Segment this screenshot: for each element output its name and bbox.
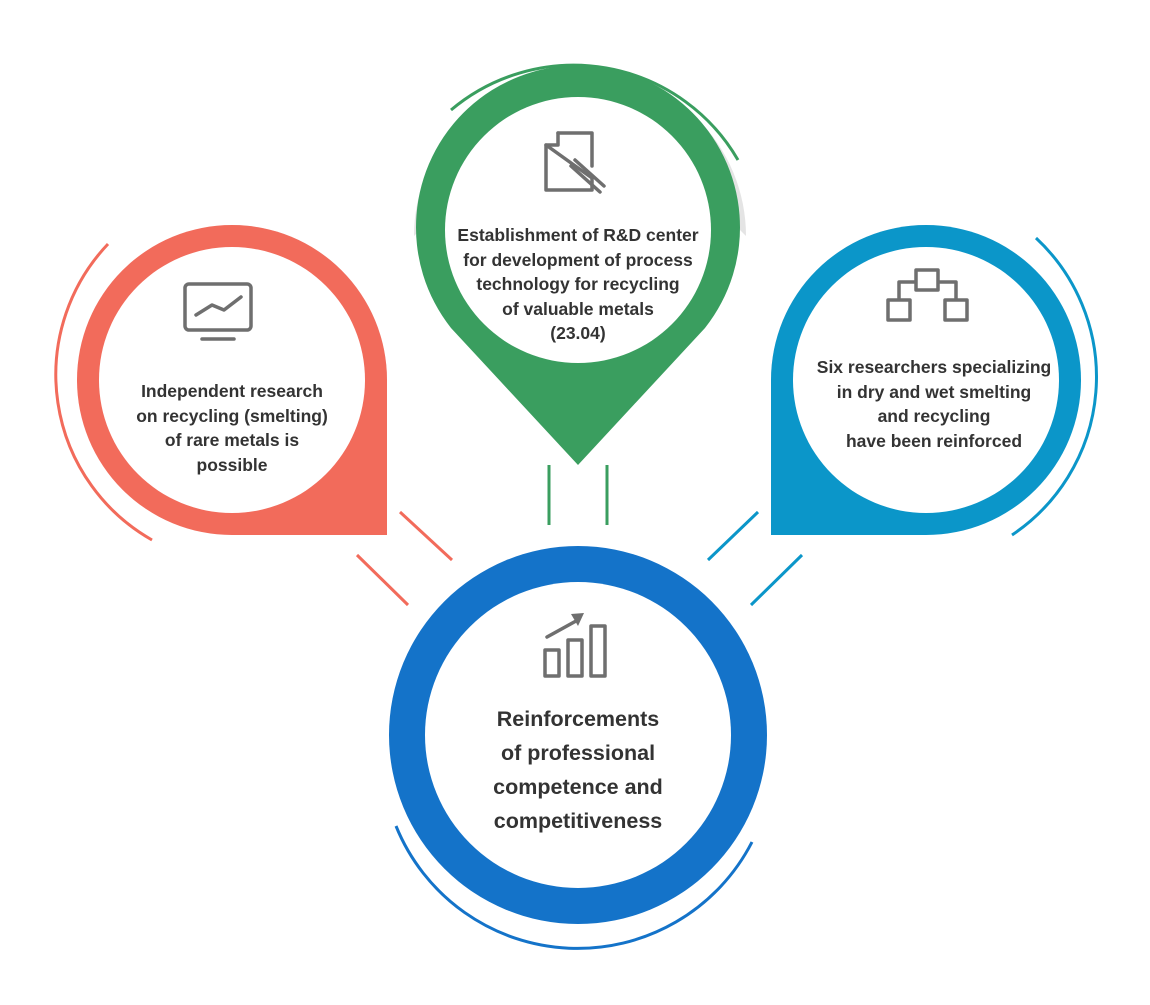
node-top-line: for development of process — [463, 249, 693, 270]
node-left-inner-circle — [99, 247, 365, 513]
node-left-line: of rare metals is — [164, 430, 300, 450]
node-right-outer-arc — [1011, 236, 1098, 537]
node-right — [771, 225, 1098, 537]
node-center-line: of professional — [500, 741, 656, 765]
node-center-text: Reinforcements of professional competenc… — [448, 700, 708, 840]
node-center-line: competitiveness — [493, 809, 663, 833]
node-top-line: of valuable metals — [502, 298, 654, 319]
node-left-line: on recycling (smelting) — [136, 405, 328, 426]
node-right-inner-circle — [793, 247, 1059, 513]
node-right-text: Six researchers specializing in dry and … — [794, 352, 1074, 456]
node-top-line: technology for recycling — [476, 274, 680, 295]
node-left — [54, 225, 387, 542]
node-top-line: (23.04) — [550, 323, 606, 344]
node-left-line: possible — [196, 454, 268, 475]
node-right-line: in dry and wet smelting — [836, 381, 1032, 402]
org-chart-icon — [886, 268, 969, 322]
connector-top — [547, 465, 609, 525]
connector-left — [355, 510, 454, 607]
node-left-outer-arc — [54, 242, 153, 542]
node-top-inner-circle — [445, 97, 711, 363]
node-center-inner-circle — [425, 582, 731, 888]
node-center-outer-arc — [394, 825, 754, 950]
node-left-text: Independent research on recycling (smelt… — [102, 368, 362, 488]
monitor-chart-icon — [183, 282, 253, 341]
node-left-line: Independent research — [141, 381, 323, 401]
document-pen-icon — [544, 131, 606, 194]
node-center — [389, 546, 767, 950]
node-top — [414, 63, 746, 466]
node-center-line: Reinforcements — [496, 707, 660, 731]
node-top-line: Establishment of R&D center — [457, 225, 699, 246]
node-right-line: and recycling — [877, 406, 991, 426]
node-top-text: Establishment of R&D center for developm… — [428, 222, 728, 347]
connector-right — [706, 510, 804, 607]
bar-chart-growth-icon — [543, 613, 607, 678]
node-right-line: have been reinforced — [845, 430, 1023, 451]
node-center-line: competence and — [493, 775, 663, 799]
node-right-line: Six researchers specializing — [816, 357, 1052, 377]
